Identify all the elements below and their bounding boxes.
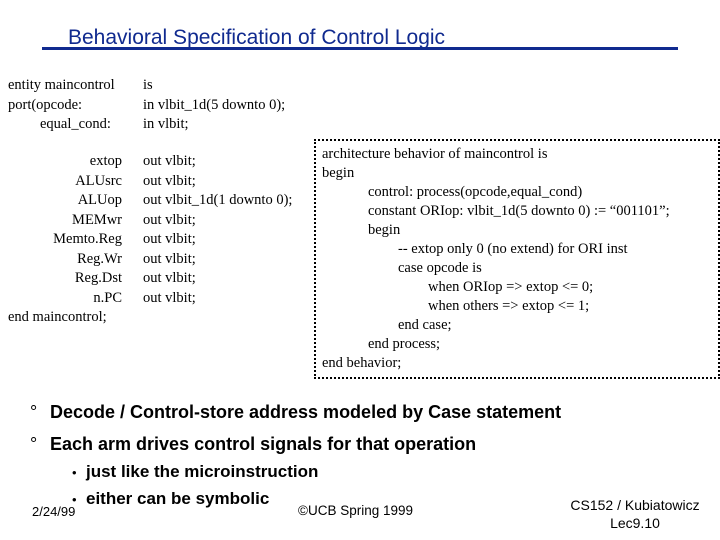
sub-bullet-marker: • [72,492,77,507]
signal-name: ALUop [77,192,122,208]
sub-bullet-text: either can be symbolic [86,489,270,508]
architecture-code-box: architecture behavior of maincontrol is … [314,139,720,379]
signal-type: out vlbit; [143,270,196,286]
signal-name: MEMwr [72,211,122,228]
signal-type: out vlbit; [143,211,196,228]
entity-line: in vlbit; [143,116,189,132]
code-line: control: process(opcode,equal_cond) [368,184,583,200]
bullet-item: ° Each arm drives control signals for tha… [30,434,476,455]
code-line: end process; [368,336,441,352]
sub-bullet-item: • either can be symbolic [72,489,269,509]
signal-name: Reg.Dst [74,270,122,286]
signal-names: extop ALUsrc ALUop MEMwr Memto.Reg Reg.W… [8,152,122,308]
entity-header-left: entity maincontrol port(opcode: equal_co… [8,76,115,135]
code-line: when ORIop => extop <= 0; [428,279,594,295]
signal-type: out vlbit_1d(1 downto 0); [143,192,293,208]
signal-types: out vlbit; out vlbit; out vlbit_1d(1 dow… [143,152,292,308]
bullet-text: Each arm drives control signals for that… [50,434,477,454]
signal-type: out vlbit; [143,153,196,169]
sub-bullet-text: just like the microinstruction [86,462,319,481]
footer-course-line: CS152 / Kubiatowicz [570,497,700,513]
code-line: end case; [398,317,452,333]
signal-type: out vlbit; [143,231,196,247]
entity-line: equal_cond: [40,116,111,132]
signal-name: Memto.Reg [53,231,122,247]
signal-type: out vlbit; [143,172,196,189]
footer-course: CS152 / Kubiatowicz Lec9.10 [560,496,710,532]
code-line: architecture behavior of maincontrol is [322,146,548,162]
code-line: -- extop only 0 (no extend) for ORI inst [398,241,628,257]
code-line: constant ORIop: vlbit_1d(5 downto 0) := … [368,203,670,219]
signal-name: Reg.Wr [77,250,122,267]
signal-type: out vlbit; [143,289,196,306]
footer-course-line: Lec9.10 [610,515,660,531]
bullet-marker: ° [30,434,38,454]
signal-name: n.PC [93,289,122,306]
signal-name: ALUsrc [75,172,122,189]
entity-line: is [143,77,153,93]
bullet-item: ° Decode / Control-store address modeled … [30,402,561,423]
code-line: begin [322,165,355,181]
entity-line: in vlbit_1d(5 downto 0); [143,96,286,113]
entity-line: port(opcode: [8,96,83,113]
code-line: when others => extop <= 1; [428,298,590,314]
sub-bullet-item: • just like the microinstruction [72,462,318,482]
bullet-text: Decode / Control-store address modeled b… [50,402,562,422]
footer-date: 2/24/99 [32,504,76,519]
slide-title: Behavioral Specification of Control Logi… [68,26,446,49]
sub-bullet-marker: • [72,465,77,480]
code-line: end behavior; [322,355,402,371]
footer-copyright: ©UCB Spring 1999 [298,503,414,518]
entity-end: end maincontrol; [8,309,107,325]
signal-type: out vlbit; [143,250,196,267]
entity-header-right: is in vlbit_1d(5 downto 0); in vlbit; [143,76,285,135]
code-line: case opcode is [398,260,482,276]
signal-name: extop [89,153,122,169]
code-line: begin [368,222,401,238]
entity-line: entity maincontrol [8,77,115,93]
title-underline [42,47,678,50]
bullet-marker: ° [30,402,38,422]
